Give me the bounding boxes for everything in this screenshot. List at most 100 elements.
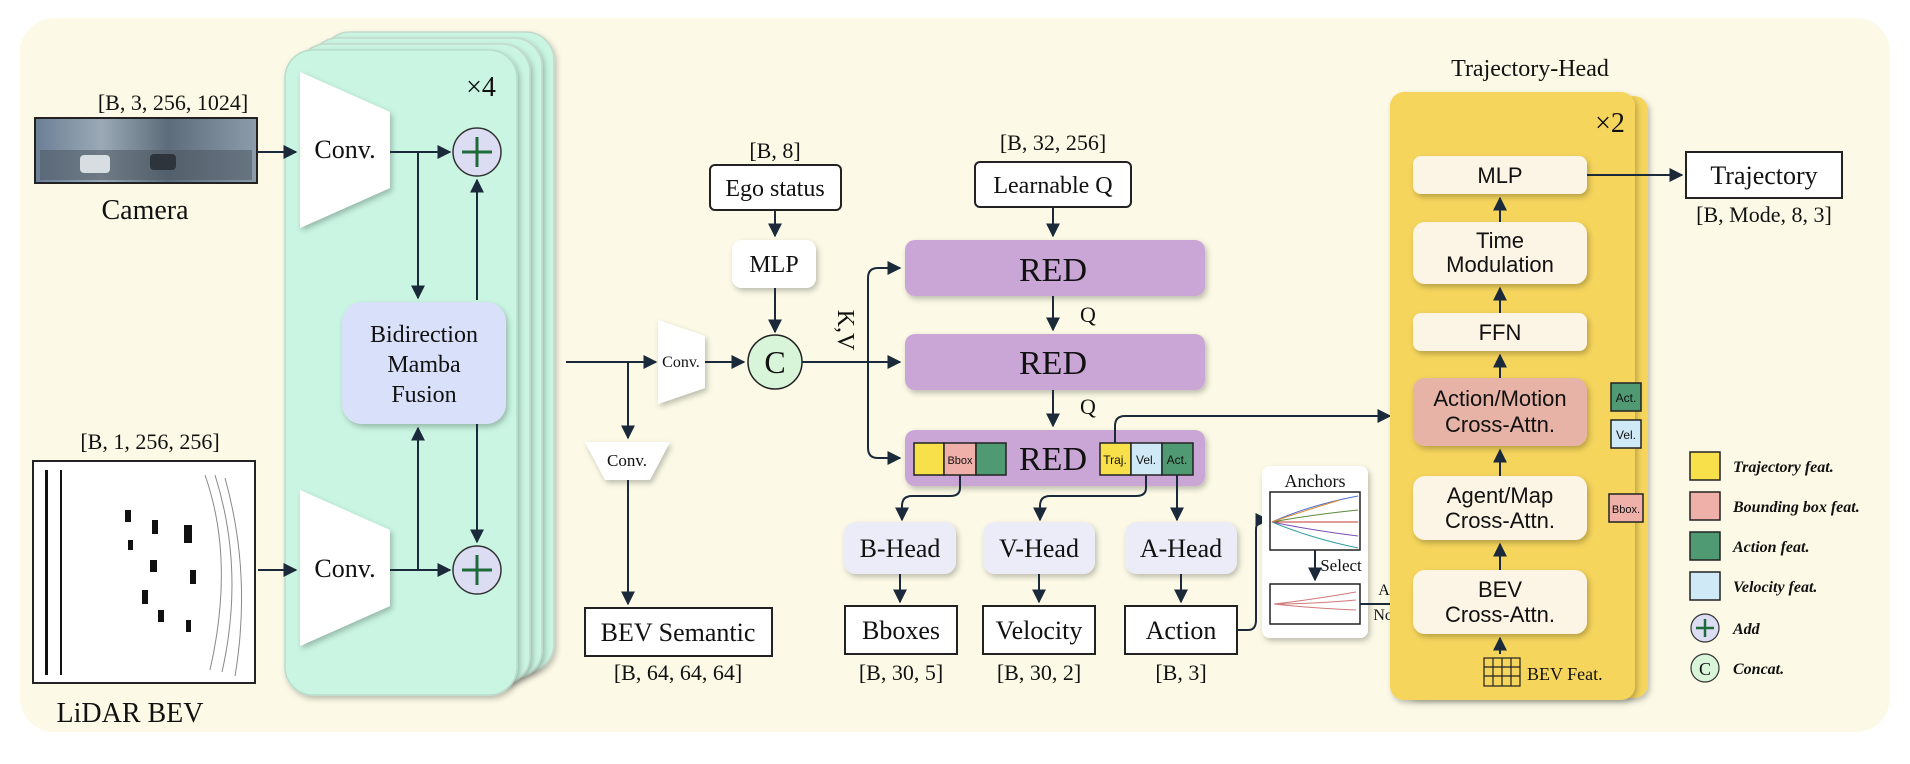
lidar-rings xyxy=(204,474,243,677)
decoder-arrows xyxy=(895,207,1392,522)
ffn-block xyxy=(1413,313,1587,351)
lidar-points xyxy=(45,470,196,675)
legend-add-icon xyxy=(1690,613,1720,643)
middle-arrows xyxy=(621,210,902,606)
concat-label: C xyxy=(764,344,785,380)
kv-label: K,V xyxy=(832,310,858,351)
camera-shape: [B, 3, 256, 1024] xyxy=(98,90,248,115)
learnable-q-shape: [B, 32, 256] xyxy=(1000,130,1106,155)
lidar-label: LiDAR BEV xyxy=(57,698,204,729)
learnable-q-label: Learnable Q xyxy=(993,173,1112,199)
legend-label-bbox: Bounding box feat. xyxy=(1732,499,1860,516)
conv-bottom-label: Conv. xyxy=(314,554,375,583)
v-head-label: V-Head xyxy=(999,534,1079,563)
legend-label-action: Action feat. xyxy=(1732,539,1809,556)
velocity-shape: [B, 30, 2] xyxy=(997,660,1081,685)
th-act-label: Act. xyxy=(1616,391,1637,405)
conv-right-label: Conv. xyxy=(662,354,700,371)
camera-label: Camera xyxy=(101,195,189,226)
th-mlp-label: MLP xyxy=(1477,163,1522,188)
red-block-1 xyxy=(905,240,1205,296)
a-head-block xyxy=(1125,522,1237,574)
bboxes-box xyxy=(844,605,958,655)
a-head-label: A-Head xyxy=(1140,534,1222,563)
anchors-plot xyxy=(1269,491,1361,551)
bbox-token xyxy=(943,442,977,476)
encoder-repeat: ×4 xyxy=(466,72,496,103)
red-label-2: RED xyxy=(1019,345,1087,382)
lidar-shape: [B, 1, 256, 256] xyxy=(80,429,219,454)
bev-feat-label: BEV Feat. xyxy=(1527,664,1603,684)
conv-down-label: Conv. xyxy=(607,451,647,470)
velocity-box xyxy=(982,605,1096,655)
bev-cross-line1: BEV xyxy=(1478,577,1522,602)
time-mod-line1: Time xyxy=(1476,228,1524,253)
q-label-1: Q xyxy=(1080,302,1096,327)
bev-semantic-shape: [B, 64, 64, 64] xyxy=(614,660,742,685)
fusion-line2: Mamba xyxy=(387,352,461,378)
bboxes-label: Bboxes xyxy=(862,616,940,645)
th-act-token xyxy=(1610,382,1642,412)
legend-concat-symbol: C xyxy=(1699,659,1711,679)
action-motion-block xyxy=(1413,378,1587,446)
fusion-line1: Bidirection xyxy=(370,322,478,348)
trajectory-output-box xyxy=(1685,151,1843,199)
red-label-1: RED xyxy=(1019,252,1087,289)
b-head-label: B-Head xyxy=(860,534,941,563)
th-bbox-token xyxy=(1608,493,1644,523)
th-vel-label: Vel. xyxy=(1616,428,1636,442)
th-vel-token xyxy=(1610,419,1642,449)
action-token xyxy=(975,442,1007,476)
th-bbox-label: Bbox. xyxy=(1612,504,1640,516)
anchor-curves xyxy=(1271,495,1359,549)
ego-status-label: Ego status xyxy=(725,176,824,202)
legend-label-concat: Concat. xyxy=(1733,661,1784,678)
legend-swatch-bbox xyxy=(1689,491,1721,521)
fusion-line3: Fusion xyxy=(391,382,456,408)
selected-curves xyxy=(1273,591,1357,611)
legend: Trajectory feat. Bounding box feat. Acti… xyxy=(1689,451,1860,683)
mlp-label: MLP xyxy=(749,252,798,278)
q-label-2: Q xyxy=(1080,394,1096,419)
legend-swatch-velocity xyxy=(1689,571,1721,601)
time-modulation-block xyxy=(1413,222,1587,284)
bbox-token-label: Bbox xyxy=(947,455,973,467)
conv-bottom-block xyxy=(300,490,390,646)
conv-top-label: Conv. xyxy=(314,135,375,164)
bev-cross-attn-block xyxy=(1413,570,1587,634)
ego-shape: [B, 8] xyxy=(749,138,800,163)
bev-semantic-box xyxy=(584,607,773,657)
time-mod-line2: Modulation xyxy=(1446,252,1554,277)
vel-token-label: Vel. xyxy=(1136,453,1156,467)
conv-top-block xyxy=(300,72,390,228)
red-label-3: RED xyxy=(1019,441,1087,478)
agent-map-line2: Cross-Attn. xyxy=(1445,508,1555,533)
head-arrows xyxy=(893,513,1270,631)
th-mlp-block xyxy=(1413,156,1587,194)
agent-map-line1: Agent/Map xyxy=(1447,483,1553,508)
action-motion-line2: Cross-Attn. xyxy=(1445,412,1555,437)
add-node-bottom xyxy=(452,545,502,595)
ffn-label: FFN xyxy=(1479,320,1522,345)
camera-image-car xyxy=(150,154,176,170)
legend-concat-icon xyxy=(1690,653,1720,683)
legend-label-add: Add xyxy=(1732,621,1761,638)
trajectory-head-title: Trajectory-Head xyxy=(1451,56,1609,82)
lidar-image xyxy=(32,460,256,684)
legend-label-trajectory: Trajectory feat. xyxy=(1733,459,1834,476)
action-label: Action xyxy=(1146,616,1217,645)
trajectory-head-repeat: ×2 xyxy=(1595,108,1625,139)
encoder-arrows xyxy=(258,145,658,577)
add-node-top xyxy=(452,127,502,177)
velocity-label: Velocity xyxy=(996,616,1083,645)
agent-map-block xyxy=(1413,476,1587,540)
vel-token xyxy=(1130,442,1163,476)
select-label: Select xyxy=(1320,556,1362,575)
b-head-block xyxy=(844,522,956,574)
camera-image-road xyxy=(40,150,252,180)
legend-label-velocity: Velocity feat. xyxy=(1733,579,1817,596)
traj-token xyxy=(913,442,945,476)
bev-feat-grid-icon xyxy=(1483,657,1521,687)
